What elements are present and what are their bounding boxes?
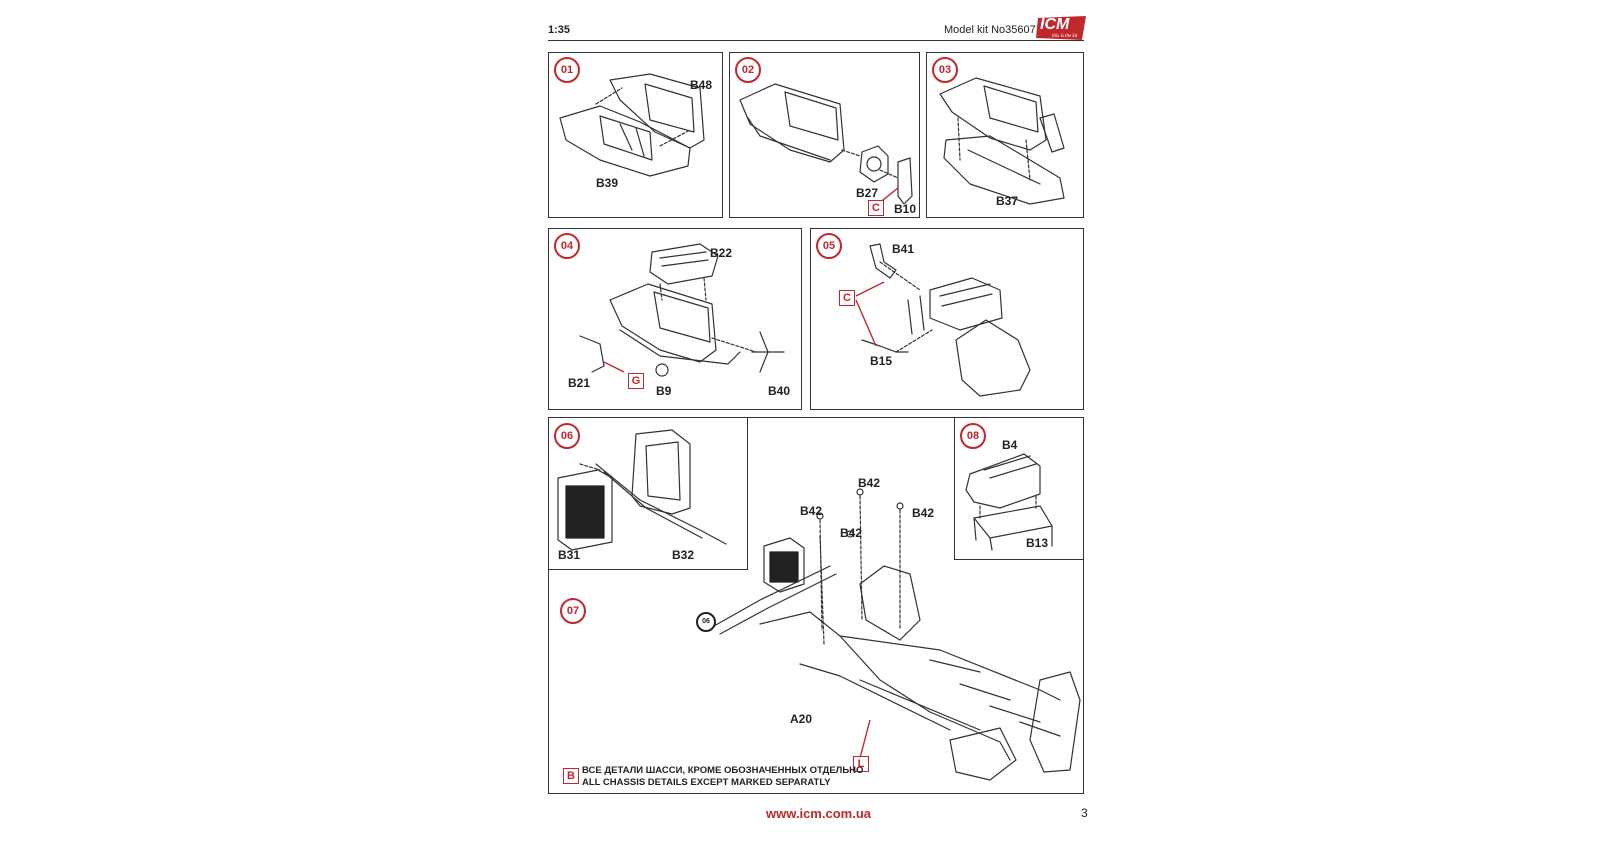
part-label: B41 xyxy=(892,242,915,256)
part-label: B4 xyxy=(1002,438,1018,452)
step-02-number: 02 xyxy=(735,57,761,83)
step-07-number: 07 xyxy=(560,598,586,624)
step-06-number: 06 xyxy=(554,423,580,449)
step-03-number: 03 xyxy=(932,57,958,83)
part-label: B9 xyxy=(656,384,672,398)
scale-label: 1:35 xyxy=(548,24,571,36)
icm-logo-icon xyxy=(1036,16,1086,40)
part-label: B22 xyxy=(710,246,733,260)
step-05-panel xyxy=(810,228,1084,410)
part-label: A20 xyxy=(790,712,813,726)
part-label: B21 xyxy=(568,376,591,390)
chassis-note-en: ALL CHASSIS DETAILS EXCEPT MARKED SEPARA… xyxy=(582,777,831,788)
marker-c-box: C xyxy=(839,290,855,306)
marker-c-box: C xyxy=(868,200,884,216)
footer-url-link[interactable]: www.icm.com.ua xyxy=(766,806,871,821)
step-01-number: 01 xyxy=(554,57,580,83)
marker-g-box: G xyxy=(628,373,644,389)
part-label: B27 xyxy=(856,186,879,200)
kit-number: Model kit No35607 xyxy=(944,24,1036,36)
part-label: B37 xyxy=(996,194,1019,208)
part-label: B42 xyxy=(800,504,823,518)
step-08-number: 08 xyxy=(960,423,986,449)
part-label: B48 xyxy=(690,78,713,92)
step-06-reference-badge: 06 xyxy=(696,612,716,632)
brand-tagline: this is the kit xyxy=(1052,34,1078,39)
marker-b-box: B xyxy=(563,768,579,784)
chassis-note: ВСЕ ДЕТАЛИ ШАССИ, КРОМЕ ОБОЗНАЧЕННЫХ ОТД… xyxy=(582,765,863,789)
marker-l-box: L xyxy=(853,756,869,772)
chassis-note-ru: ВСЕ ДЕТАЛИ ШАССИ, КРОМЕ ОБОЗНАЧЕННЫХ ОТД… xyxy=(582,765,864,776)
part-label: B15 xyxy=(870,354,893,368)
brand-logo-text: ICM xyxy=(1040,16,1070,33)
part-label: B40 xyxy=(768,384,791,398)
header-rule xyxy=(548,40,1084,41)
part-label: B31 xyxy=(558,548,581,562)
part-label: B32 xyxy=(672,548,695,562)
part-label: B42 xyxy=(840,526,863,540)
step-04-number: 04 xyxy=(554,233,580,259)
part-label: B39 xyxy=(596,176,619,190)
part-label: B42 xyxy=(912,506,935,520)
part-label: B10 xyxy=(894,202,917,216)
step-05-number: 05 xyxy=(816,233,842,259)
part-label: B13 xyxy=(1026,536,1049,550)
page-number: 3 xyxy=(1081,806,1088,820)
part-label: B42 xyxy=(858,476,881,490)
